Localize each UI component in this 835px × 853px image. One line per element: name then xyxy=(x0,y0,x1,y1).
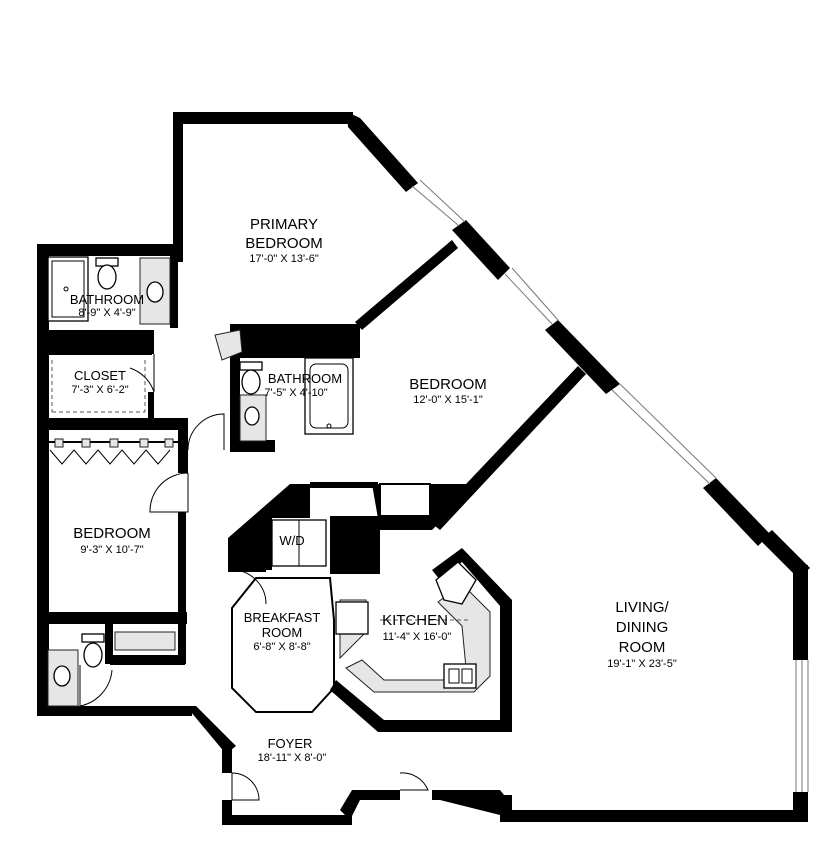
fixtures xyxy=(47,256,491,707)
living-dining-name-line2: DINING xyxy=(616,619,669,636)
living-dining-name-line1: LIVING/ xyxy=(615,599,669,616)
breakfast-room-name-line2: ROOM xyxy=(262,625,302,640)
closet-dimensions: 7'-3" X 6'-2" xyxy=(71,384,128,396)
bedroom-3-label: BEDROOM 9'-3" X 10'-7" xyxy=(73,525,151,556)
bedroom-2-dimensions: 12'-0" X 15'-1" xyxy=(413,394,483,406)
closet-name: CLOSET xyxy=(74,368,126,383)
interior-walls xyxy=(105,240,586,732)
primary-bedroom-name-line2: BEDROOM xyxy=(245,235,323,252)
closet-bifold-doors xyxy=(48,438,178,465)
kitchen-name: KITCHEN xyxy=(382,612,448,629)
bathroom-1-name: BATHROOM xyxy=(70,292,144,307)
bathroom-1-label: BATHROOM 8'-9" X 4'-9" xyxy=(70,292,144,319)
primary-bedroom-name-line1: PRIMARY xyxy=(250,216,318,233)
room-labels: PRIMARY BEDROOM 17'-0" X 13'-6" BATHROOM… xyxy=(70,216,677,764)
windows xyxy=(411,179,809,792)
living-dining-label: LIVING/ DINING ROOM 19'-1" X 23'-5" xyxy=(607,599,677,670)
kitchen-label: KITCHEN 11'-4" X 16'-0" xyxy=(382,612,451,643)
doors xyxy=(79,354,429,801)
breakfast-room-label: BREAKFAST ROOM 6'-8" X 8'-8" xyxy=(244,610,321,653)
primary-bedroom-label: PRIMARY BEDROOM 17'-0" X 13'-6" xyxy=(245,216,323,265)
bedroom-2-name: BEDROOM xyxy=(409,376,487,393)
closet-label: CLOSET 7'-3" X 6'-2" xyxy=(71,368,128,396)
bathroom-1-dimensions: 8'-9" X 4'-9" xyxy=(78,307,135,319)
bathroom-2-name: BATHROOM xyxy=(268,371,342,386)
bedroom-3-name: BEDROOM xyxy=(73,525,151,542)
living-dining-name-line3: ROOM xyxy=(619,639,666,656)
washer-dryer-label: W/D xyxy=(279,533,304,548)
breakfast-room-dimensions: 6'-8" X 8'-8" xyxy=(253,641,310,653)
kitchen-dimensions: 11'-4" X 16'-0" xyxy=(383,631,452,643)
breakfast-room-name-line1: BREAKFAST xyxy=(244,610,321,625)
bathroom-2-dimensions: 7'-5" X 4'-10" xyxy=(264,387,327,399)
foyer-name: FOYER xyxy=(268,736,313,751)
exterior-walls xyxy=(37,112,810,825)
bathroom-2-label: BATHROOM 7'-5" X 4'-10" xyxy=(264,371,342,399)
primary-bedroom-dimensions: 17'-0" X 13'-6" xyxy=(249,253,319,265)
foyer-dimensions: 18'-11" X 8'-0" xyxy=(258,752,327,764)
bedroom-2-label: BEDROOM 12'-0" X 15'-1" xyxy=(409,376,487,406)
foyer-label: FOYER 18'-11" X 8'-0" xyxy=(258,736,327,764)
bedroom-3-dimensions: 9'-3" X 10'-7" xyxy=(80,544,143,556)
living-dining-dimensions: 19'-1" X 23'-5" xyxy=(607,658,677,670)
